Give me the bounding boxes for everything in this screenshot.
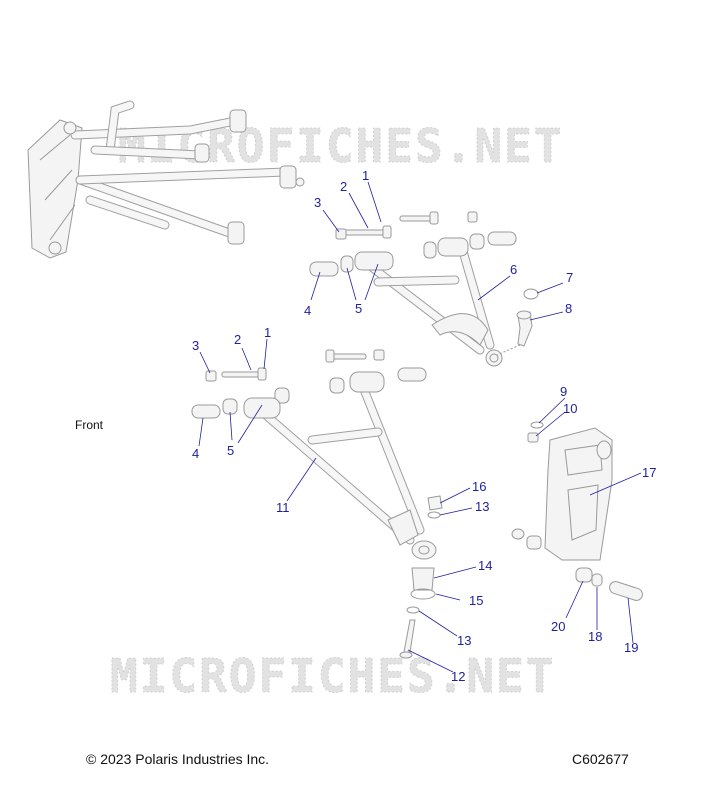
callout-lower-13a: 13	[475, 499, 489, 514]
callout-lower-9: 9	[560, 384, 567, 399]
callout-lower-10: 10	[563, 401, 577, 416]
callout-upper-2: 2	[340, 179, 347, 194]
callout-upper-7: 7	[566, 270, 573, 285]
callout-lower-19: 19	[624, 640, 638, 655]
upper-a-arm	[309, 211, 539, 367]
callout-upper-4: 4	[304, 303, 311, 318]
callout-lower-16: 16	[472, 479, 486, 494]
callout-lower-11: 11	[276, 500, 290, 515]
callout-lower-2: 2	[234, 332, 241, 347]
callout-lower-4: 4	[192, 446, 199, 461]
spindle-knuckle	[511, 421, 643, 601]
watermark-bottom: MICROFICHES.NET	[110, 649, 555, 703]
callout-lower-5: 5	[227, 443, 234, 458]
callout-lower-15: 15	[469, 593, 483, 608]
callout-upper-8: 8	[565, 301, 572, 316]
leader-lines	[198, 181, 642, 673]
callout-lower-17: 17	[642, 465, 656, 480]
callout-lower-12: 12	[451, 669, 465, 684]
callout-lower-18: 18	[588, 629, 602, 644]
front-label: Front	[75, 418, 104, 432]
suspension-overview	[27, 100, 305, 259]
copyright-notice: © 2023 Polaris Industries Inc.	[86, 751, 270, 767]
callout-upper-5: 5	[355, 301, 362, 316]
callout-lower-13b: 13	[457, 633, 471, 648]
callout-lower-14: 14	[478, 558, 492, 573]
callout-upper-1: 1	[362, 168, 369, 183]
callout-lower-1: 1	[264, 325, 271, 340]
callout-upper-3: 3	[314, 195, 321, 210]
callout-numbers: 1 2 3 4 5 6 7 8 1 2 3 4 5 9 10 11 12 13 …	[192, 168, 656, 684]
lower-a-arm	[191, 349, 443, 659]
callout-upper-6: 6	[510, 262, 517, 277]
callout-lower-20: 20	[551, 619, 565, 634]
diagram-code: C602677	[572, 751, 629, 767]
callout-lower-3: 3	[192, 338, 199, 353]
